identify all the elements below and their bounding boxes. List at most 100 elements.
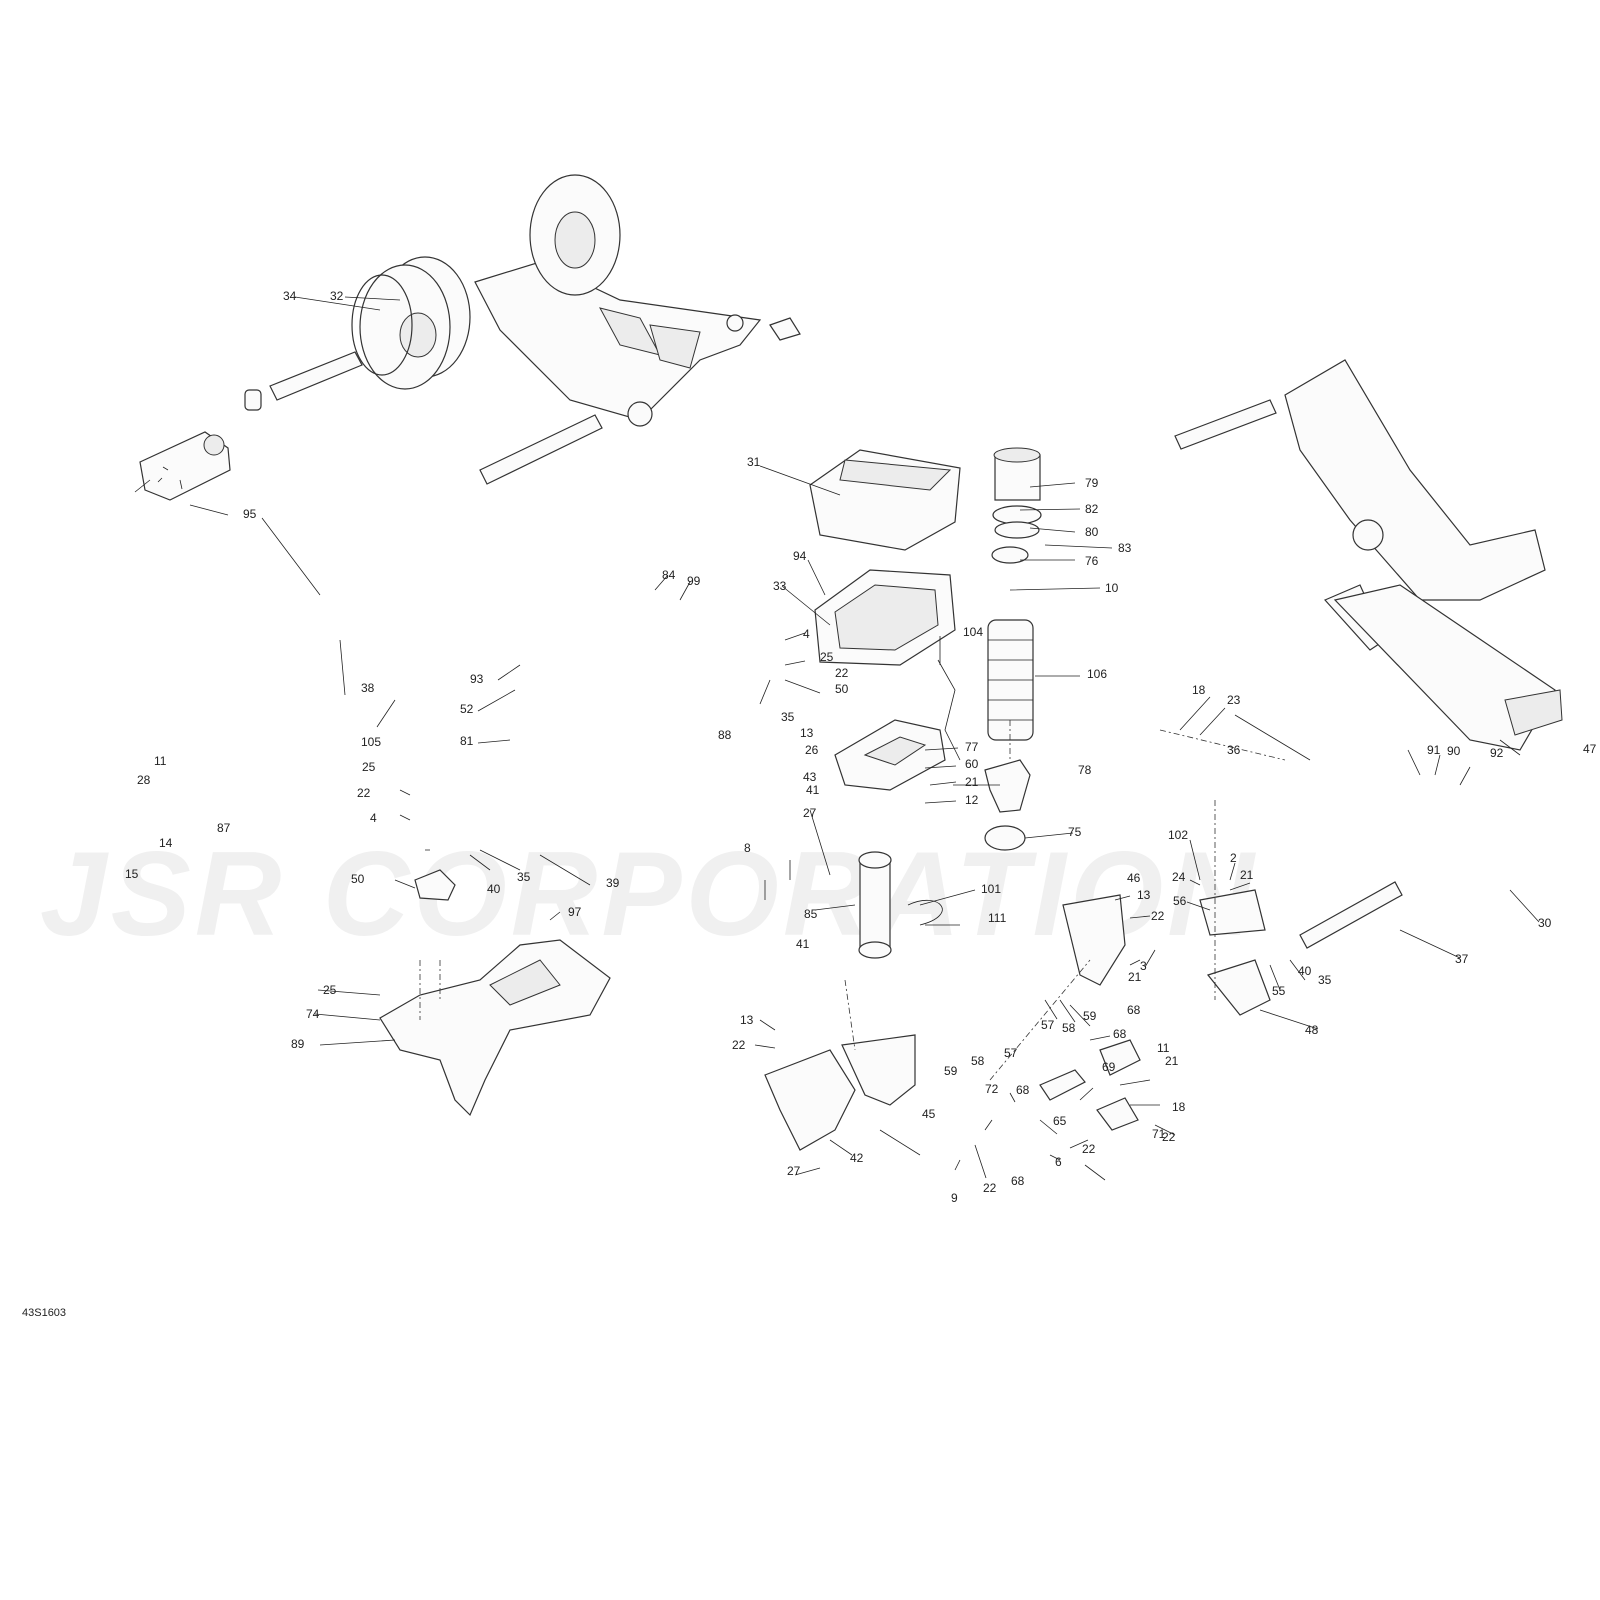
callout: 21 (1165, 1054, 1179, 1068)
callout: 65 (1053, 1114, 1067, 1128)
lower-brackets (764, 1034, 916, 1151)
callout: 9 (951, 1191, 958, 1205)
swing-arm-left (474, 261, 762, 427)
upper-mount-43 (834, 719, 946, 791)
callout: 104 (963, 625, 983, 639)
callout: 35 (517, 870, 531, 884)
linkage (1039, 1039, 1141, 1131)
callout: 35 (1318, 973, 1332, 987)
cylinder-stack (984, 447, 1042, 851)
right-plates (1199, 889, 1271, 1016)
callout: 78 (1078, 763, 1092, 777)
callout: 42 (850, 1151, 864, 1165)
callout: 89 (291, 1037, 305, 1051)
callout: 58 (971, 1054, 985, 1068)
callout: 83 (1118, 541, 1132, 555)
assembly-lines (419, 720, 1286, 1081)
callout: 52 (460, 702, 474, 716)
callout: 11 (1157, 1041, 1170, 1055)
callout: 80 (1085, 525, 1099, 539)
clamp-101 (907, 900, 943, 926)
callout: 10 (1105, 581, 1119, 595)
callout: 47 (1583, 742, 1597, 756)
callout: 22 (983, 1181, 997, 1195)
callout: 91 (1427, 743, 1441, 757)
callout: 4 (803, 627, 810, 641)
shock-absorber (858, 851, 892, 959)
callout: 40 (487, 882, 501, 896)
callout: 99 (687, 574, 701, 588)
callout: 21 (965, 775, 979, 789)
hanger-wire (937, 659, 961, 761)
callout: 41 (796, 937, 810, 951)
callout: 26 (805, 743, 819, 757)
callout: 71 (1152, 1127, 1166, 1141)
callout: 56 (1173, 894, 1187, 908)
callout: 68 (1016, 1083, 1030, 1097)
shafts (244, 351, 1403, 949)
callout: 40 (1298, 964, 1312, 978)
callout: 45 (922, 1107, 936, 1121)
callout: 41 (806, 783, 820, 797)
airbag-top (809, 449, 961, 551)
coupling-left (139, 431, 231, 501)
watermark: JSR CORPORATION (40, 827, 1258, 961)
bracket-bottom-left (379, 939, 611, 1117)
callout: 27 (787, 1164, 801, 1178)
callout: 2 (1230, 851, 1237, 865)
callout: 25 (362, 760, 376, 774)
callout: 93 (470, 672, 484, 686)
callout: 75 (1068, 825, 1082, 839)
callout: 68 (1011, 1174, 1025, 1188)
callout: 22 (1151, 909, 1165, 923)
callout: 3 (1140, 959, 1147, 973)
callout: 68 (1127, 1003, 1141, 1017)
callout: 60 (965, 757, 979, 771)
callout: 88 (718, 728, 732, 742)
callout: 25 (820, 650, 834, 664)
callout: 57 (1004, 1046, 1018, 1060)
callout: 21 (1128, 970, 1142, 984)
callout: 87 (217, 821, 231, 835)
callout: 102 (1168, 828, 1188, 842)
callout: 24 (1172, 870, 1186, 884)
callout: 106 (1087, 667, 1107, 681)
drawing-reference: 43S1603 (22, 1307, 66, 1319)
callout: 4 (370, 811, 377, 825)
callout: 79 (1085, 476, 1099, 490)
callout: 84 (662, 568, 676, 582)
callout: 37 (1455, 952, 1469, 966)
callout: 30 (1538, 916, 1552, 930)
callout: 38 (361, 681, 375, 695)
callout: 14 (159, 836, 173, 850)
callout: 58 (1062, 1021, 1076, 1035)
callout: 34 (283, 289, 297, 303)
bracket-46 (1062, 894, 1126, 986)
callout: 23 (1227, 693, 1241, 707)
callout: 111 (988, 911, 1007, 925)
callout: 39 (606, 876, 620, 890)
callout: 31 (747, 455, 761, 469)
callout: 28 (137, 773, 151, 787)
pivot-block-left (414, 317, 801, 901)
callout: 33 (773, 579, 787, 593)
callout: 82 (1085, 502, 1099, 516)
callout: 18 (1172, 1100, 1186, 1114)
callout: 35 (781, 710, 795, 724)
callout: 57 (1041, 1018, 1055, 1032)
callout: 36 (1227, 743, 1241, 757)
callout: 32 (330, 289, 344, 303)
callout: 69 (1102, 1060, 1116, 1074)
callout: 94 (793, 549, 807, 563)
callout: 13 (740, 1013, 754, 1027)
callout: 55 (1272, 984, 1286, 998)
callout: 6 (1055, 1155, 1062, 1169)
leader-lines (134, 296, 1540, 1181)
callout: 22 (1162, 1130, 1176, 1144)
callout: 85 (804, 907, 818, 921)
callout: 50 (835, 682, 849, 696)
callout: 22 (1082, 1142, 1096, 1156)
callout: 50 (351, 872, 365, 886)
